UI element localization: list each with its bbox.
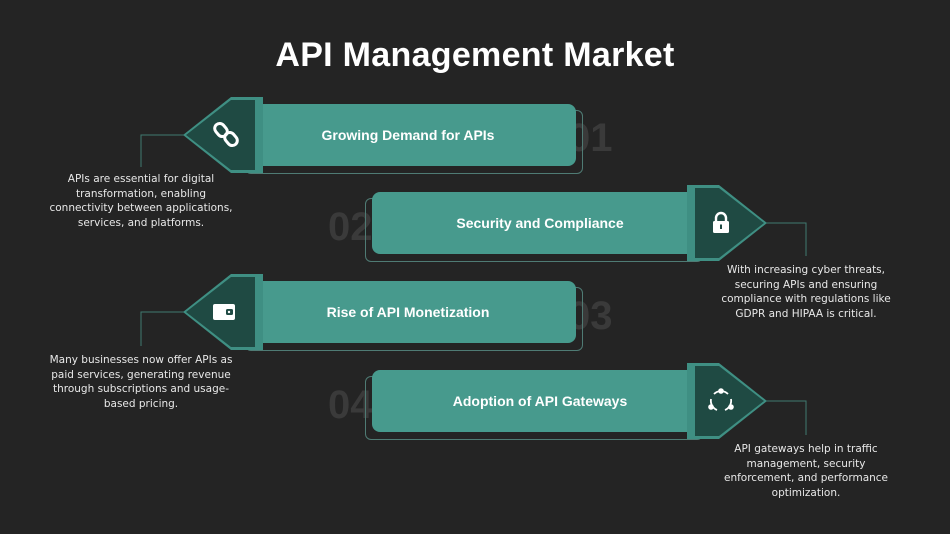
step-heading-1: Growing Demand for APIs bbox=[321, 127, 495, 143]
step-description-1: APIs are essential for digital transform… bbox=[49, 173, 233, 229]
page-title: API Management Market bbox=[275, 36, 675, 74]
step-heading-3: Rise of API Monetization bbox=[326, 304, 490, 320]
step-bar-2: Security and Compliance bbox=[372, 192, 708, 254]
step-bar-1: Growing Demand for APIs bbox=[240, 104, 576, 166]
step-bar-4: Adoption of API Gateways bbox=[372, 370, 708, 432]
step-description-3: Many businesses now offer APIs as paid s… bbox=[49, 354, 233, 410]
step-heading-2: Security and Compliance bbox=[456, 215, 624, 231]
connector-line-1 bbox=[140, 134, 185, 167]
network-cycle-icon bbox=[708, 388, 734, 411]
lock-icon bbox=[713, 211, 729, 233]
step-description-4: API gateways help in traffic management,… bbox=[723, 443, 889, 499]
connector-line-2 bbox=[760, 222, 807, 256]
step-bar-3: Rise of API Monetization bbox=[240, 281, 576, 343]
connector-line-3 bbox=[140, 311, 185, 346]
link-icon bbox=[213, 121, 239, 148]
connector-line-4 bbox=[760, 400, 807, 435]
wallet-icon bbox=[213, 304, 235, 320]
step-heading-4: Adoption of API Gateways bbox=[452, 393, 628, 409]
step-arrow-4 bbox=[687, 363, 767, 439]
step-description-2: With increasing cyber threats, securing … bbox=[721, 264, 891, 320]
